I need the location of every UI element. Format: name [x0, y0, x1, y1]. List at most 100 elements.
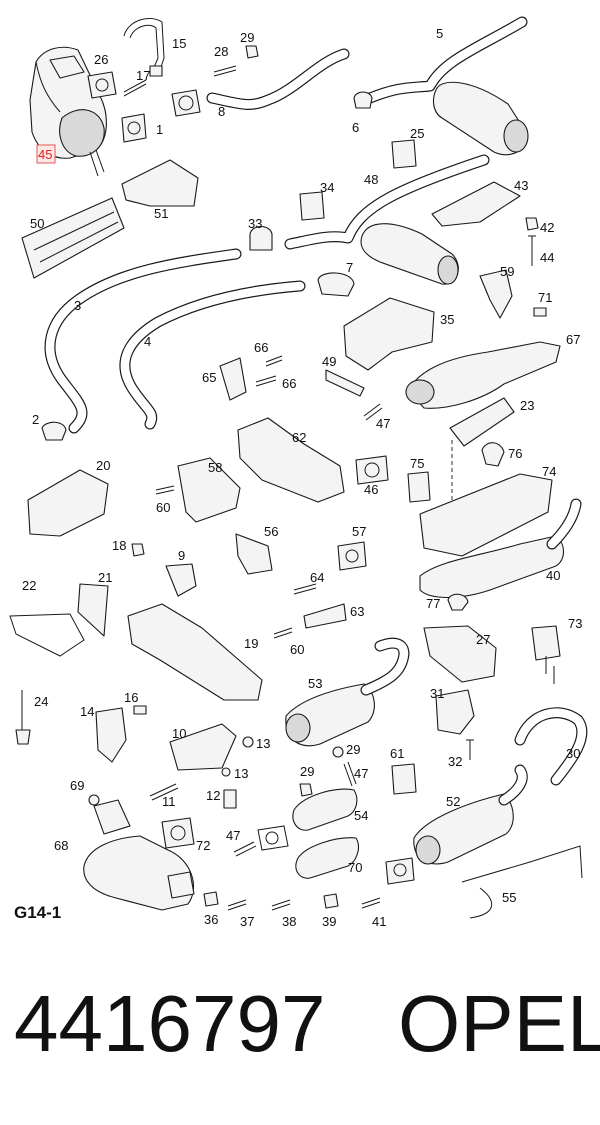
callout-c69: 69	[70, 778, 84, 793]
callout-c67: 67	[566, 332, 580, 347]
part-49-bracket	[325, 369, 365, 397]
callout-c60b: 60	[290, 642, 304, 657]
callout-c66b: 66	[282, 376, 296, 391]
part-9-bracket	[165, 563, 197, 597]
callout-c72: 72	[196, 838, 210, 853]
part-17-stud	[123, 79, 147, 97]
part-22-bracket	[9, 613, 85, 657]
part-66-bolt-a	[265, 355, 283, 367]
part-69-nut	[88, 794, 100, 806]
part-33-clamp	[249, 225, 273, 251]
part-26-gasket	[87, 71, 117, 99]
gasket-70-flange	[385, 857, 415, 885]
callout-c30: 30	[566, 746, 580, 761]
callout-c32: 32	[448, 754, 462, 769]
callout-c21: 21	[98, 570, 112, 585]
callout-c54: 54	[354, 808, 368, 823]
part-13-washer-b	[221, 767, 231, 777]
callout-c34: 34	[320, 180, 334, 195]
part-67-catalytic-converter	[405, 341, 561, 409]
part-6-clamp	[353, 91, 373, 109]
part-41-bolt	[361, 897, 381, 909]
part-77-clamp	[447, 593, 469, 611]
callout-c55: 55	[502, 890, 516, 905]
part-1-gasket	[121, 113, 147, 143]
part-71-bolt	[533, 307, 547, 317]
callout-c75: 75	[410, 456, 424, 471]
part-19-heat-shield	[127, 603, 263, 701]
part-51-bracket	[121, 159, 199, 207]
callout-c59: 59	[500, 264, 514, 279]
callout-c11: 11	[162, 794, 176, 809]
callout-c2: 2	[32, 412, 39, 427]
callout-c35: 35	[440, 312, 454, 327]
callout-c47b: 47	[354, 766, 368, 781]
part-68-catalytic-converter	[83, 799, 195, 911]
part-8-front-pipe	[171, 48, 350, 117]
callout-c15: 15	[172, 36, 186, 51]
part-47-stud-b	[343, 761, 357, 787]
part-58-bracket	[177, 457, 241, 523]
part-47-stud-c	[233, 841, 257, 857]
callout-c40: 40	[546, 568, 560, 583]
part-3-intermediate-pipe	[44, 248, 242, 434]
callout-c19: 19	[244, 636, 258, 651]
callout-c58: 58	[208, 460, 222, 475]
callout-c38: 38	[282, 914, 296, 929]
part-15-hanger	[123, 18, 165, 77]
callout-c10: 10	[172, 726, 186, 741]
callout-c20: 20	[96, 458, 110, 473]
callout-c65: 65	[202, 370, 216, 385]
callout-c23: 23	[520, 398, 534, 413]
part-54-pipe	[292, 788, 358, 831]
part-29-nut-b	[332, 746, 344, 758]
callout-c63: 63	[350, 604, 364, 619]
part-10-bracket	[169, 723, 237, 771]
callout-c49: 49	[322, 354, 336, 369]
part-45-catalytic-converter	[29, 46, 107, 177]
part-14-bracket	[95, 707, 127, 763]
part-73-rubber-mount	[531, 625, 561, 684]
callout-c43: 43	[514, 178, 528, 193]
callout-c42: 42	[540, 220, 554, 235]
callout-c71: 71	[538, 290, 552, 305]
callout-c28: 28	[214, 44, 228, 59]
part-35-heat-shield	[343, 297, 435, 371]
part-47-stud-a	[363, 403, 383, 421]
part-59-bracket	[479, 269, 513, 319]
part-64-bolt	[293, 583, 317, 595]
callout-c1: 1	[156, 122, 163, 137]
part-44-bolt	[528, 235, 536, 266]
exhaust-system-exploded-diagram: 1529526281781625455148344350334244759371…	[9, 16, 588, 929]
callout-c3: 3	[74, 298, 81, 313]
part-38-bolt	[271, 899, 291, 911]
part-27-manifold	[423, 625, 497, 683]
callout-c60a: 60	[156, 500, 170, 515]
part-28-stud	[213, 65, 237, 77]
callout-c13b: 13	[234, 766, 248, 781]
part-30-pipe	[514, 707, 588, 786]
part-34-rubber-hanger	[299, 191, 325, 221]
part-24-plug	[15, 690, 31, 745]
callout-c39: 39	[322, 914, 336, 929]
part-50-heat-shield	[21, 197, 125, 279]
part-11-stud	[149, 783, 179, 801]
part-43-heat-shield	[431, 181, 521, 227]
callout-c61: 61	[390, 746, 404, 761]
part-29-nut	[245, 45, 259, 59]
part-60-bolt-b	[273, 627, 293, 639]
callout-c17: 17	[136, 68, 150, 83]
gasket-ring-center	[257, 825, 289, 851]
callout-c16: 16	[124, 690, 138, 705]
part-60-bolt-a	[155, 485, 175, 495]
part-62-heat-shield	[237, 417, 345, 503]
part-36-nut	[203, 891, 219, 907]
callout-c25: 25	[410, 126, 424, 141]
part-40-rear-silencer	[419, 498, 582, 598]
callout-c29c: 29	[300, 764, 314, 779]
part-13-washer-a	[242, 736, 254, 748]
callout-c48: 48	[364, 172, 378, 187]
part-74-heat-shield	[419, 473, 553, 557]
callout-c68: 68	[54, 838, 68, 853]
